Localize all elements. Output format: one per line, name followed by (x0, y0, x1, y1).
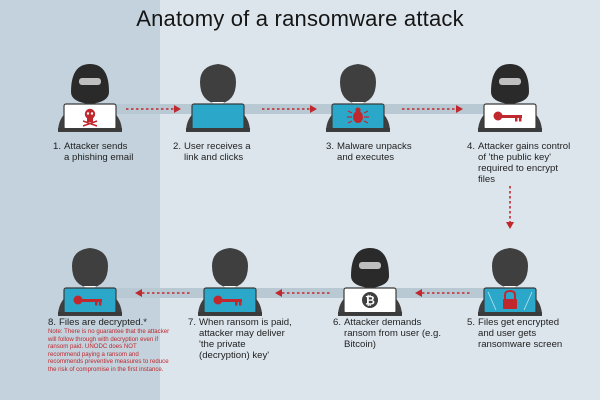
arrow-2-to-3 (262, 104, 318, 114)
step-number: 2. (173, 141, 182, 152)
figure-user-step8 (50, 236, 130, 316)
bug-icon (347, 107, 369, 124)
step-number: 7. (188, 317, 197, 328)
arrow-3-to-4 (402, 104, 464, 114)
figure-attacker-step1 (50, 52, 130, 132)
connector-band-top (80, 104, 520, 114)
step-number: 5. (467, 317, 476, 328)
step-text: Files are decrypted.* (59, 317, 147, 328)
step-8-label: 8. Files are decrypted.* (48, 317, 178, 328)
figure-user-step2 (178, 52, 258, 132)
figure-user-step7 (190, 236, 270, 316)
connector-band-bottom (80, 288, 520, 298)
arrow-6-to-7 (274, 288, 330, 298)
arrow-4-to-5 (505, 186, 515, 230)
figure-user-step5 (470, 236, 550, 316)
step-text: Malware unpacks and executes (337, 141, 412, 163)
skull-icon (82, 108, 98, 127)
figure-user-step3 (318, 52, 398, 132)
lock-icon (487, 289, 533, 311)
step-4-label: 4. Attacker gains control of 'the public… (467, 141, 577, 185)
arrow-5-to-6 (414, 288, 470, 298)
figure-attacker-step4 (470, 52, 550, 132)
step-number: 3. (326, 141, 335, 152)
left-panel-shading (0, 0, 160, 400)
key-icon (493, 111, 522, 122)
step-number: 6. (333, 317, 342, 328)
step-3-label: 3. Malware unpacks and executes (326, 141, 436, 163)
arrow-7-to-8 (134, 288, 190, 298)
disclaimer-note: Note: There is no guarantee that the att… (48, 328, 170, 373)
step-number: 8. (48, 317, 57, 328)
bitcoin-icon: ₿ (362, 292, 378, 308)
step-text: Attacker demands ransom from user (e.g. … (344, 317, 442, 350)
step-number: 4. (467, 141, 476, 152)
step-number: 1. (53, 141, 62, 152)
step-text: Files get encrypted and user gets ransom… (478, 317, 563, 350)
step-6-label: 6. Attacker demands ransom from user (e.… (333, 317, 443, 350)
figure-attacker-step6: ₿ (330, 236, 410, 316)
step-text: User receives a link and clicks (184, 141, 251, 163)
step-text: Attacker sends a phishing email (64, 141, 134, 163)
step-7-label: 7. When ransom is paid, attacker may del… (188, 317, 298, 361)
step-text: When ransom is paid, attacker may delive… (199, 317, 292, 361)
arrow-1-to-2 (126, 104, 182, 114)
svg-text:₿: ₿ (365, 294, 375, 308)
step-2-label: 2. User receives a link and clicks (173, 141, 273, 163)
key-icon (73, 295, 102, 306)
step-1-label: 1. Attacker sends a phishing email (53, 141, 153, 163)
step-text: Attacker gains control of 'the public ke… (478, 141, 571, 185)
page-title: Anatomy of a ransomware attack (136, 6, 464, 31)
key-icon (213, 295, 242, 306)
step-5-label: 5. Files get encrypted and user gets ran… (467, 317, 577, 350)
